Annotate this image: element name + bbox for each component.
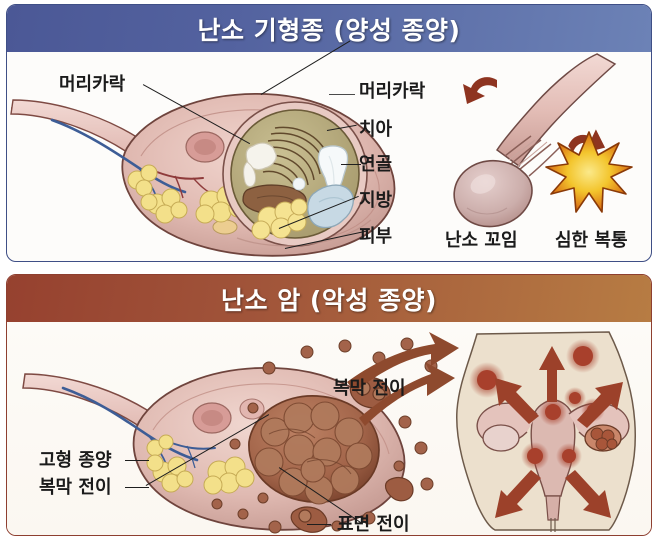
- panel-benign-teratoma: 난소 기형종 (양성 종양): [6, 4, 652, 262]
- leader-dash-surface: [307, 524, 331, 526]
- label-torsion: 난소 꼬임: [445, 230, 518, 251]
- label-cartilage: 연골: [359, 154, 393, 175]
- panel-benign-body: 머리카락 머리카락 치아 연골 지방 피부: [7, 40, 651, 261]
- leader-dash-peritoneal-left: [125, 487, 149, 489]
- leader-dash-hair: [329, 94, 355, 96]
- label-skin: 피부: [359, 226, 393, 247]
- label-pain: 심한 복통: [555, 230, 628, 251]
- label-surface: 표면 전이: [337, 514, 410, 535]
- title-bar-benign: 난소 기형종 (양성 종양): [7, 5, 651, 52]
- title-malignant-text: 난소 암 (악성 종양): [221, 285, 437, 315]
- panel-malignant-body: 복막 전이 고형 종양 복막 전이 표면 전이: [7, 322, 651, 535]
- label-peritoneal-left: 복막 전이: [39, 477, 112, 498]
- panel-malignant-cancer: 난소 암 (악성 종양): [6, 274, 652, 536]
- label-tooth: 치아: [359, 119, 393, 140]
- torsion-illustration: [453, 53, 633, 228]
- label-hair-left: 머리카락: [59, 74, 126, 95]
- label-solid-tumor: 고형 종양: [39, 450, 112, 471]
- cancer-illustration: [22, 331, 637, 534]
- leader-cartilage: [341, 164, 361, 166]
- title-benign-text: 난소 기형종 (양성 종양): [197, 15, 461, 45]
- leader-dash-solid-tumor: [125, 460, 149, 462]
- label-hair-right: 머리카락: [359, 81, 426, 102]
- title-bar-malignant: 난소 암 (악성 종양): [7, 275, 651, 322]
- label-peritoneal-top: 복막 전이: [333, 378, 406, 399]
- label-fat: 지방: [359, 190, 393, 211]
